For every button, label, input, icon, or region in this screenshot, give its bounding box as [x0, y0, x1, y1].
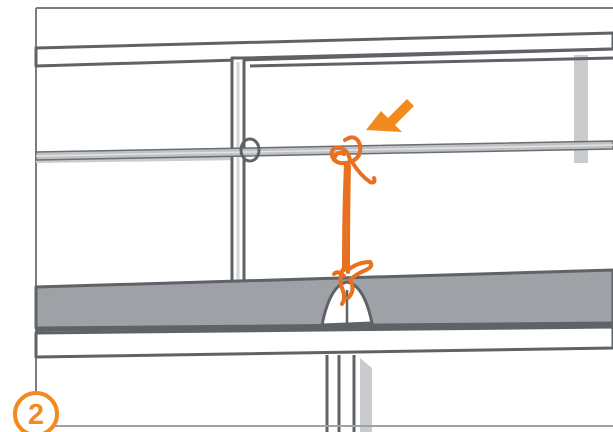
rod-ring [239, 137, 261, 163]
lower-pole [325, 355, 372, 432]
rope-top-knot [329, 135, 377, 185]
slot-opening [320, 280, 374, 327]
vertical-support-bar [230, 56, 246, 292]
pointer-arrow [366, 99, 414, 132]
step-number: 2 [28, 399, 44, 431]
inner-frame-top [242, 47, 613, 68]
horizontal-wire-rod [35, 140, 613, 161]
step-badge: 2 [13, 391, 59, 432]
top-panel [34, 31, 613, 68]
frame-outline [35, 7, 613, 432]
lower-dark-bar [34, 268, 613, 332]
rope-bottom-knot [332, 259, 374, 306]
lower-panel [34, 325, 613, 359]
rope-strand [342, 162, 351, 274]
